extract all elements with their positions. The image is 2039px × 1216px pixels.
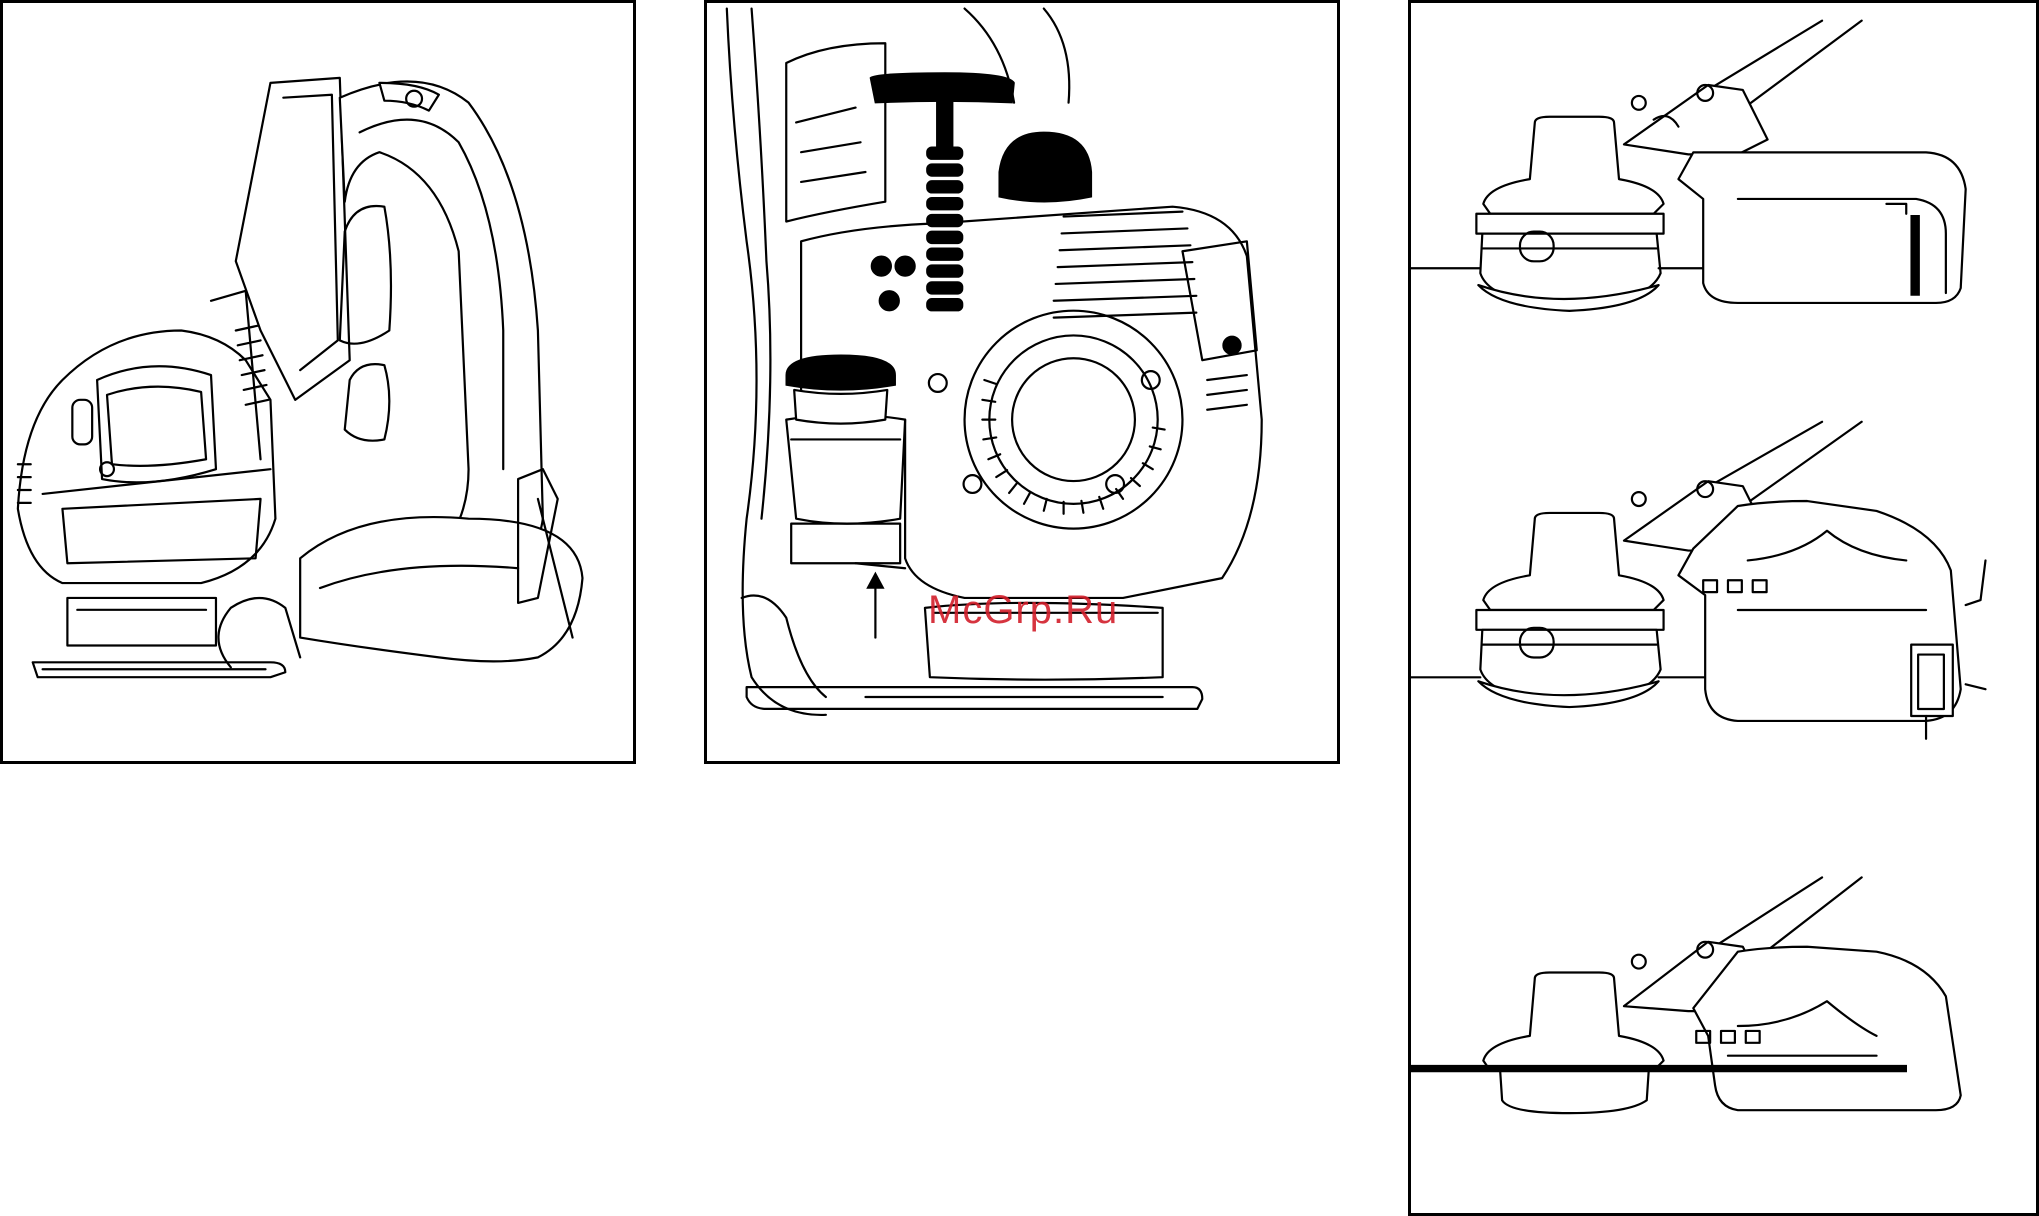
- guard-position-3: [1411, 877, 1961, 1113]
- watermark: McGrp.Ru: [928, 588, 1118, 633]
- figure-trimmer-guard-positions: [1408, 0, 2039, 1216]
- trimmer-guard-illustration: [1411, 3, 2036, 1213]
- fuel-tank: [786, 415, 905, 524]
- guard-position-2: [1411, 422, 1985, 739]
- head-cap: [1483, 513, 1663, 610]
- head-cap: [1483, 117, 1663, 214]
- primer-dot: [871, 256, 891, 276]
- frame-loop: [218, 598, 300, 667]
- engine-base: [67, 598, 216, 646]
- backpack-side-illustration: [3, 3, 633, 761]
- figure-engine-front-view: [704, 0, 1340, 764]
- head-cap: [1483, 973, 1663, 1071]
- cutting-line: [1411, 1066, 1906, 1072]
- figure-backpack-side-view: [0, 0, 636, 764]
- fuel-cap: [786, 355, 895, 390]
- guard-closed: [1678, 152, 1965, 303]
- engine-front-illustration: [707, 3, 1337, 761]
- guard-mounted: [1693, 947, 1960, 1110]
- shoulder-strap: [340, 82, 543, 564]
- line-cutter: [1911, 216, 1919, 295]
- air-filter-cover: [999, 132, 1091, 201]
- guard-position-1: [1411, 21, 1966, 311]
- engine-housing: [18, 330, 276, 583]
- trimmer-spool: [1500, 1071, 1649, 1114]
